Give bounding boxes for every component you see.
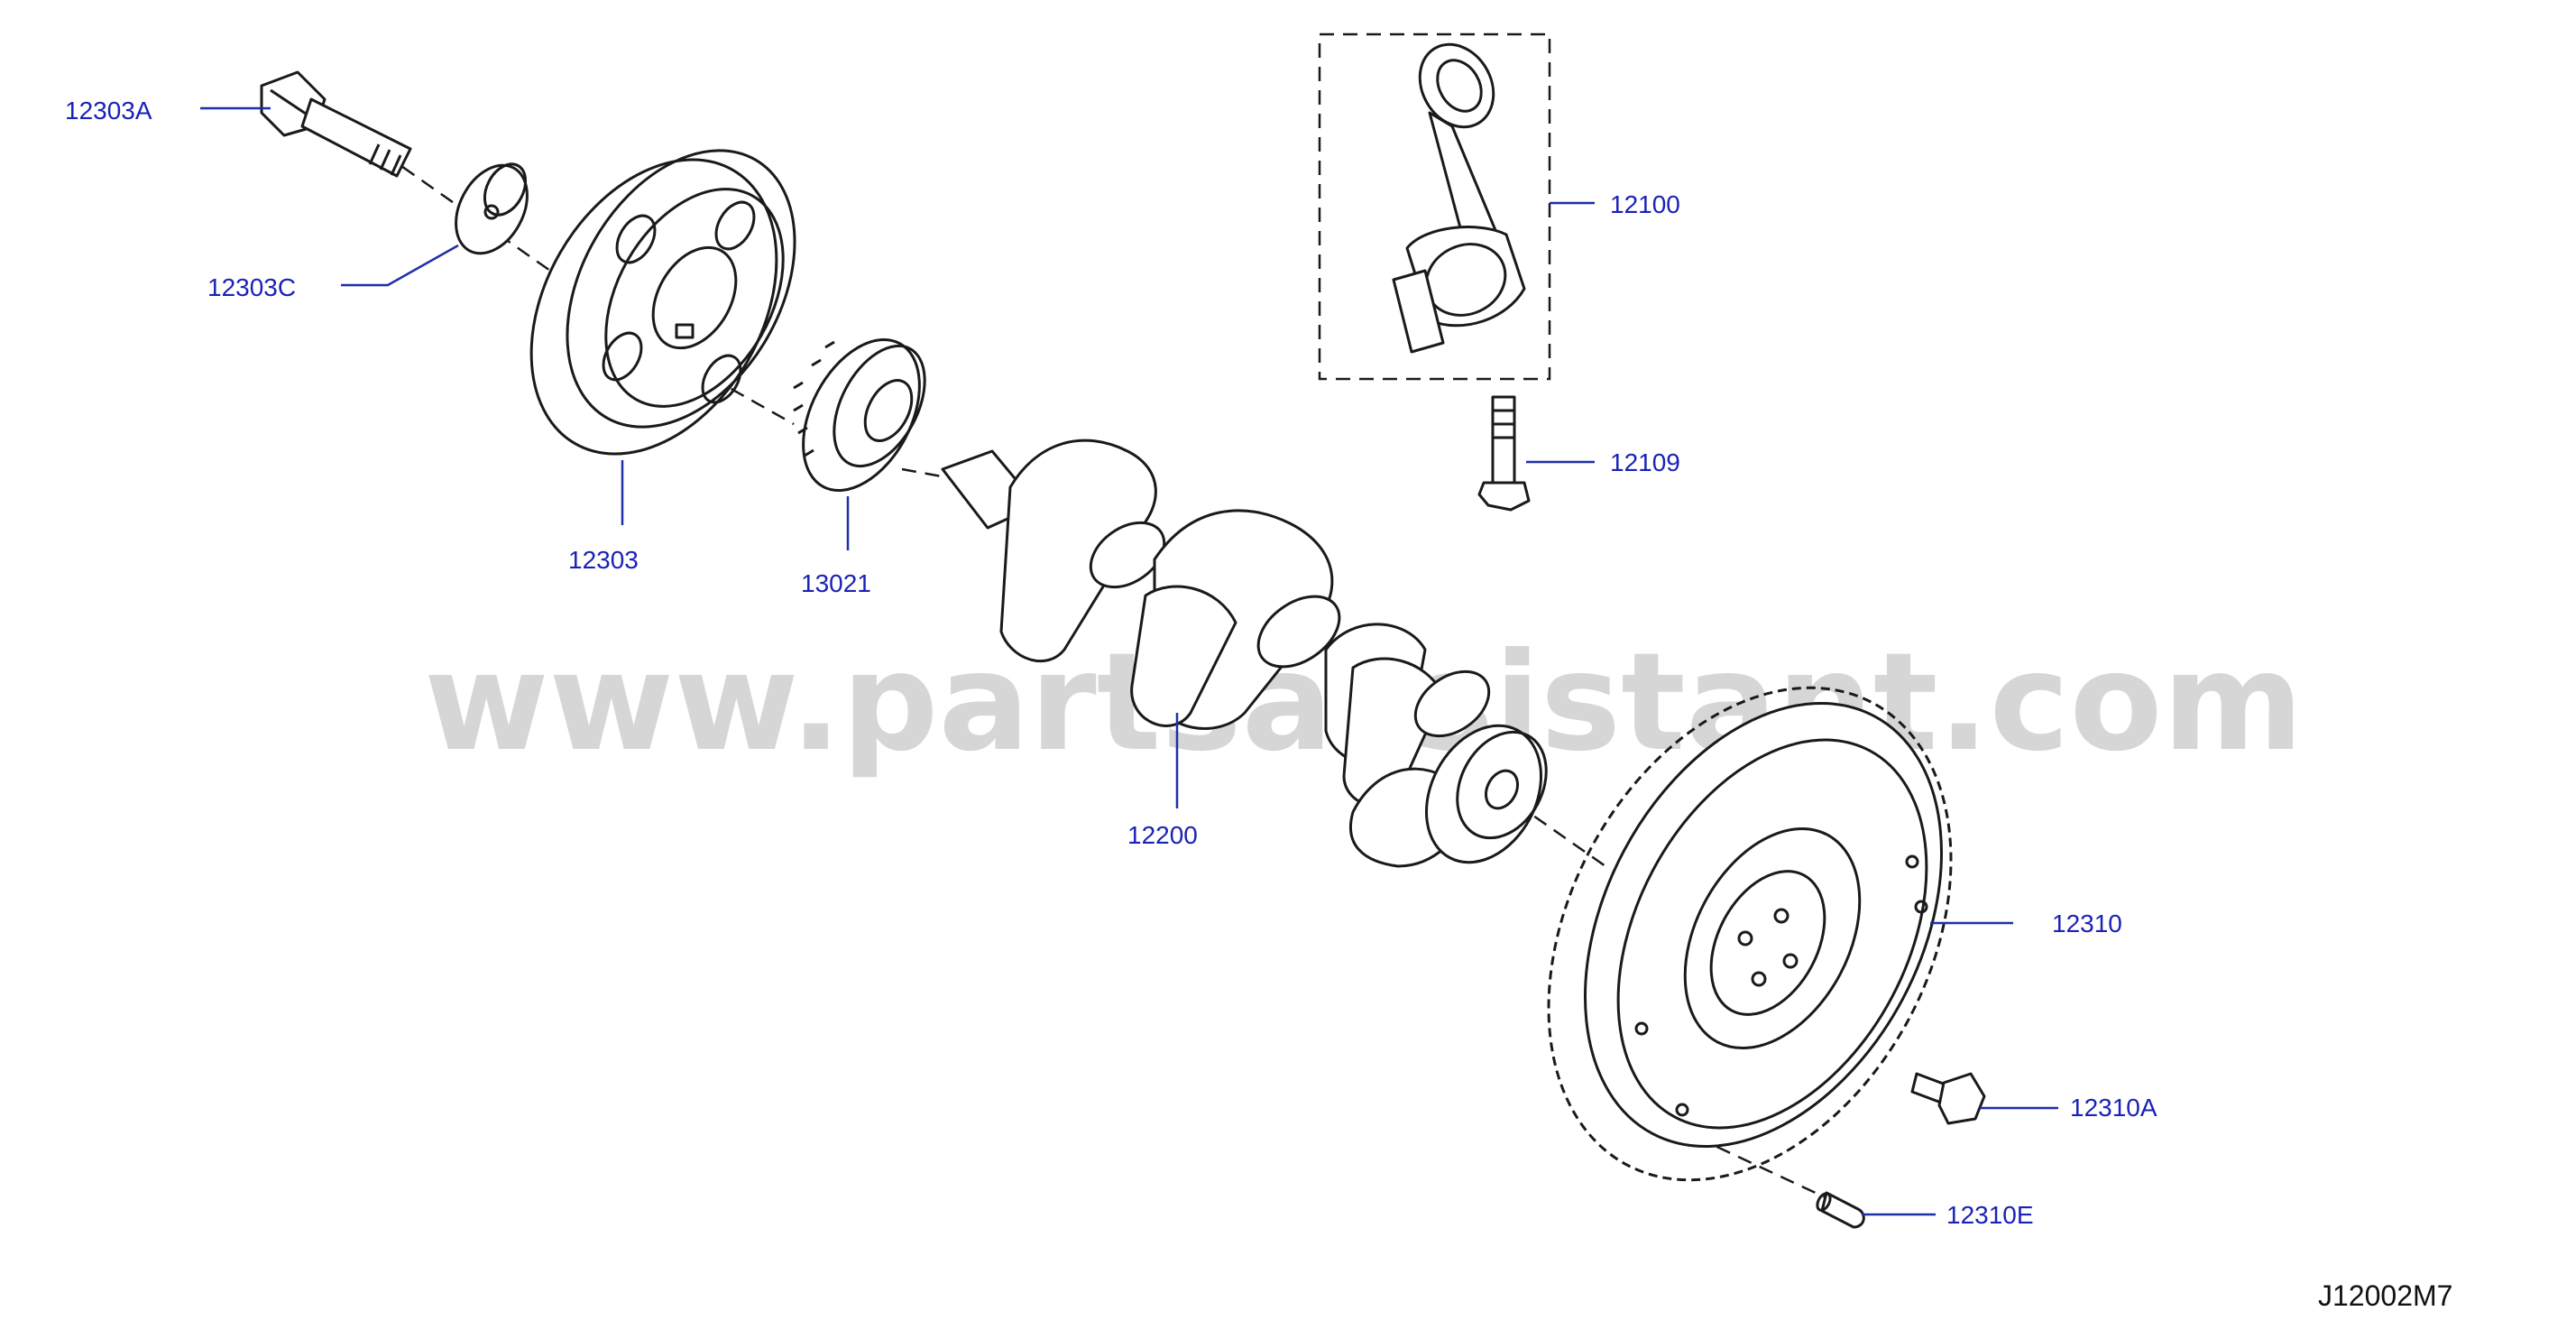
- leader-lines: [200, 106, 2058, 1216]
- callout-13021[interactable]: 13021: [801, 569, 871, 597]
- flywheel[interactable]: [1467, 618, 2031, 1250]
- crank-pulley[interactable]: [482, 110, 842, 497]
- callout-12310E[interactable]: 12310E: [1946, 1201, 2034, 1229]
- crankshaft-sprocket[interactable]: [779, 320, 943, 511]
- crankshaft[interactable]: [941, 439, 1564, 882]
- leader-12303C: [341, 244, 459, 287]
- dowel-pin[interactable]: [1815, 1191, 1865, 1229]
- connecting-rod[interactable]: [1318, 31, 1551, 381]
- callout-12303C[interactable]: 12303C: [207, 273, 296, 301]
- callout-12200[interactable]: 12200: [1127, 821, 1198, 849]
- flywheel-bolt[interactable]: [1910, 1072, 1986, 1125]
- pulley-washer[interactable]: [442, 153, 542, 266]
- callout-12303[interactable]: 12303: [568, 546, 639, 574]
- callout-12310A[interactable]: 12310A: [2070, 1094, 2157, 1122]
- callout-12100[interactable]: 12100: [1610, 190, 1680, 218]
- connecting-rod-bolt[interactable]: [1477, 395, 1531, 512]
- callout-12310[interactable]: 12310: [2052, 910, 2122, 937]
- callout-12109[interactable]: 12109: [1610, 448, 1680, 476]
- figure-code: J12002M7: [2318, 1279, 2452, 1312]
- crank-pulley-bolt[interactable]: [260, 70, 412, 178]
- connecting-rod-group-box: [1318, 32, 1551, 381]
- callout-12303A[interactable]: 12303A: [65, 97, 152, 125]
